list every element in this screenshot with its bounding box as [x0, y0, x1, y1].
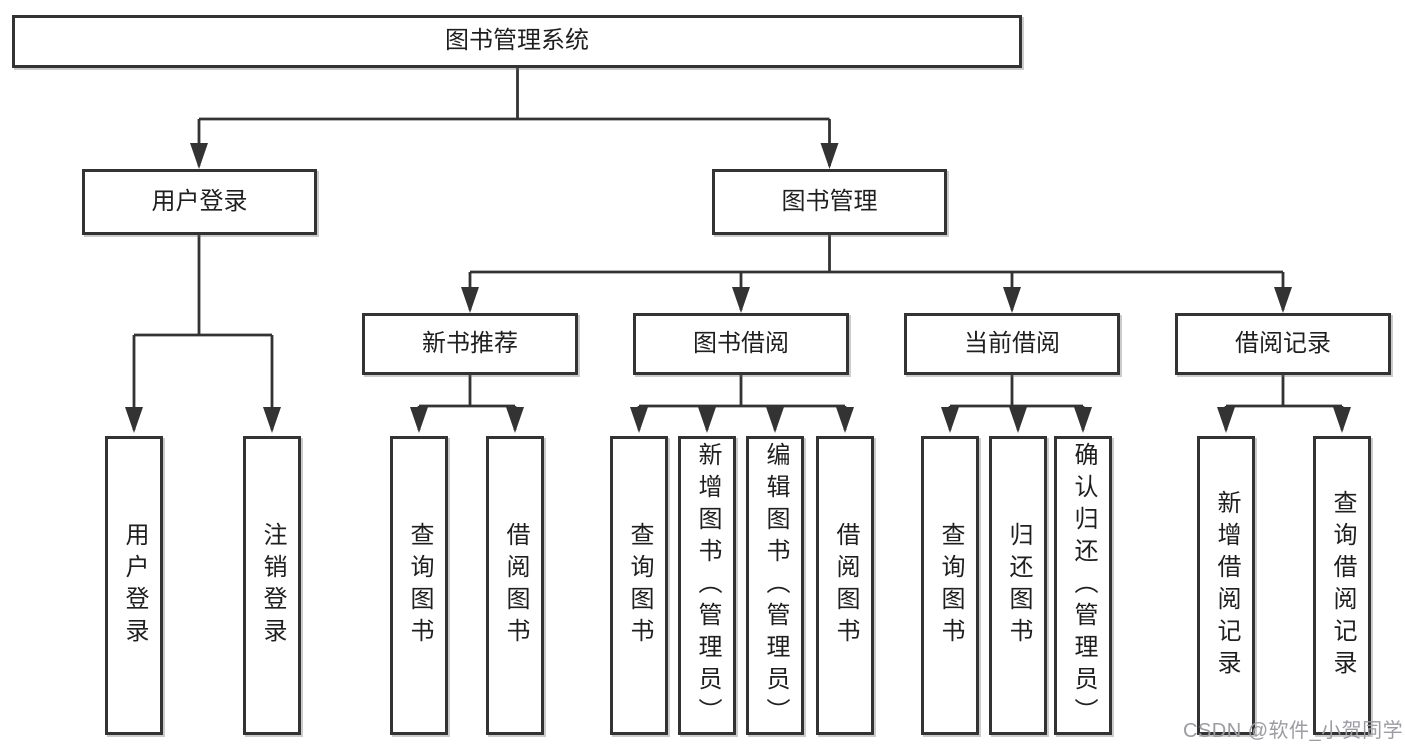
leaf-confirm-return-admin: 确认归还（管理员） [1054, 436, 1112, 735]
node-borrow-records-label: 借阅记录 [1235, 329, 1331, 357]
leaf-return-book: 归还图书 [989, 436, 1047, 735]
leaf-query-book-1: 查询图书 [390, 436, 448, 735]
leaf-label: 用户登录 [121, 521, 148, 650]
leaf-logout: 注销登录 [243, 436, 301, 735]
leaf-label: 确认归还（管理员） [1070, 441, 1097, 730]
leaf-label: 查询图书 [937, 521, 964, 650]
leaf-add-book-admin: 新增图书（管理员） [678, 436, 736, 735]
node-borrow-records: 借阅记录 [1175, 313, 1391, 375]
leaf-query-borrow-record: 查询借阅记录 [1313, 436, 1371, 735]
leaf-borrow-book-1: 借阅图书 [486, 436, 544, 735]
leaf-label: 新增图书（管理员） [694, 441, 721, 730]
watermark: CSDN @软件_小贺同学 [1183, 720, 1404, 742]
node-book-borrow-label: 图书借阅 [693, 329, 789, 357]
leaf-label: 注销登录 [259, 521, 286, 650]
leaf-label: 编辑图书（管理员） [762, 441, 789, 730]
node-current-borrow-label: 当前借阅 [964, 329, 1060, 357]
node-book-management-label: 图书管理 [781, 187, 878, 215]
node-user-login: 用户登录 [82, 169, 317, 235]
leaf-label: 查询图书 [406, 521, 433, 650]
node-current-borrow: 当前借阅 [904, 313, 1120, 375]
leaf-label: 借阅图书 [832, 521, 859, 650]
leaf-label: 新增借阅记录 [1213, 489, 1240, 682]
leaf-label: 借阅图书 [502, 521, 529, 650]
leaf-user-login: 用户登录 [105, 436, 163, 735]
node-root-label: 图书管理系统 [445, 27, 589, 55]
leaf-edit-book-admin: 编辑图书（管理员） [746, 436, 804, 735]
leaf-label: 查询借阅记录 [1329, 489, 1356, 682]
leaf-label: 归还图书 [1005, 521, 1032, 650]
leaf-borrow-book-2: 借阅图书 [816, 436, 874, 735]
node-new-book-recommend: 新书推荐 [362, 313, 578, 375]
branch-lines [134, 68, 1342, 408]
leaf-query-book-2: 查询图书 [610, 436, 668, 735]
node-user-login-label: 用户登录 [151, 187, 248, 215]
node-root: 图书管理系统 [12, 15, 1022, 68]
node-book-management: 图书管理 [712, 169, 947, 235]
leaf-label: 查询图书 [626, 521, 653, 650]
node-book-borrow: 图书借阅 [633, 313, 849, 375]
leaf-query-book-3: 查询图书 [921, 436, 979, 735]
node-new-book-recommend-label: 新书推荐 [422, 329, 518, 357]
leaf-add-borrow-record: 新增借阅记录 [1197, 436, 1255, 735]
